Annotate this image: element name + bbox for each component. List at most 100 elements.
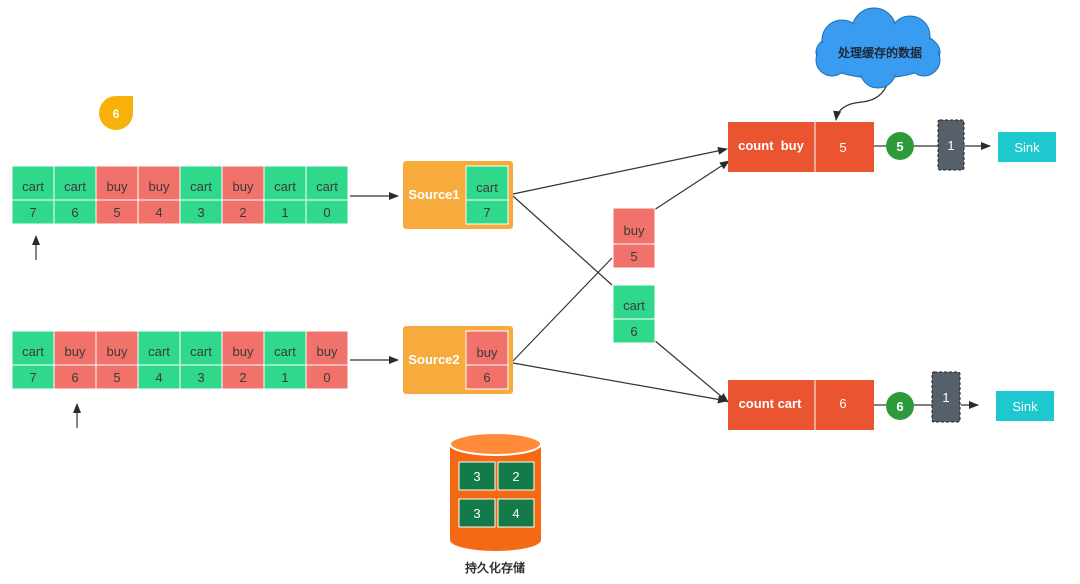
count-cart-barrier	[931, 371, 961, 423]
inflight-cart-offset: 6	[630, 324, 637, 339]
queue2-record-offset-cell	[137, 364, 181, 390]
source2-operator: Source2 buy 6	[403, 326, 513, 394]
queue1-record-label-cell	[53, 165, 97, 201]
count-cart-name: count cart	[739, 396, 803, 411]
queue2-record-label: cart	[148, 344, 170, 359]
queue2-record-offset-cell	[95, 364, 139, 390]
queue1-record-offset-cell	[11, 199, 55, 225]
count-buy-sink-label: Sink	[1014, 140, 1040, 155]
count-cart-output-circle	[886, 392, 914, 420]
queue2-record-offset: 3	[197, 370, 204, 385]
queue2-record-label: buy	[317, 344, 338, 359]
queue2-record-offset: 4	[155, 370, 162, 385]
inflight-buy-offset: 5	[630, 249, 637, 264]
inflight-cart-label: cart	[623, 298, 645, 313]
queue1-record-offset: 1	[281, 205, 288, 220]
count-buy-barrier-value: 1	[947, 138, 954, 153]
queue1-record-offset: 0	[323, 205, 330, 220]
storage-cylinder-bottom	[450, 529, 541, 551]
queue1-record-label-cell	[137, 165, 181, 201]
source2-current-offset-cell	[465, 364, 509, 390]
queue2-record-label-cell	[221, 330, 265, 366]
queue1-record-offset-cell	[95, 199, 139, 225]
storage-cylinder-top	[449, 432, 542, 456]
source2-current-label: buy	[477, 345, 498, 360]
count-buy-barrier	[937, 119, 965, 171]
source1-current-offset-cell	[465, 199, 509, 225]
queue1-record-offset: 6	[71, 205, 78, 220]
queue2-record-label-cell	[305, 330, 349, 366]
queue1-record-label-cell	[221, 165, 265, 201]
queue2-record-label-cell	[137, 330, 181, 366]
storage-cell-3	[458, 498, 496, 528]
connection-lines	[32, 81, 991, 428]
storage-cell-1-value: 3	[473, 469, 480, 484]
queue1-record-offset-cell	[221, 199, 265, 225]
queue2-record-label: buy	[233, 344, 254, 359]
count-cart-sink-label: Sink	[1012, 399, 1038, 414]
count-buy-sink	[998, 132, 1056, 162]
source2-name: Source2	[408, 352, 459, 367]
queue2-record-offset-cell	[179, 364, 223, 390]
queue1-record-label: cart	[64, 179, 86, 194]
count-cart-state-value: 6	[839, 396, 846, 411]
count-buy-name: count buy	[738, 138, 804, 153]
count-buy-state-value: 5	[839, 140, 846, 155]
queue2-record-offset-cell	[305, 364, 349, 390]
queue1-record-label: buy	[107, 179, 128, 194]
source1-operator: Source1 cart 7	[403, 161, 513, 229]
queue1-record-offset: 5	[113, 205, 120, 220]
queue1-record-offset: 3	[197, 205, 204, 220]
cloud-callout-arrow	[833, 81, 889, 121]
offset-marker-value: 6	[113, 107, 120, 121]
count-buy-box	[728, 122, 874, 172]
inflight-buy-label: buy	[624, 223, 645, 238]
queue1-record-offset: 7	[29, 205, 36, 220]
source2-to-count-cart-arrow	[512, 362, 728, 404]
storage-cell-1	[458, 461, 496, 491]
source2-current-label-cell	[465, 330, 509, 366]
storage-cell-2-value: 2	[512, 469, 519, 484]
storage-cell-4	[497, 498, 535, 528]
count-cart-sink	[996, 391, 1054, 421]
queue2-record-offset: 6	[71, 370, 78, 385]
count-cart-operator: count cart 6 6 1 Sink	[728, 371, 1054, 430]
queue1-record-offset: 4	[155, 205, 162, 220]
queue1-record-label-cell	[263, 165, 307, 201]
queue2-record-offset: 2	[239, 370, 246, 385]
queue2-record-label: cart	[190, 344, 212, 359]
queue2-record-label: cart	[274, 344, 296, 359]
source2-to-inflight-buy-line	[512, 257, 613, 362]
storage-label: 持久化存储	[465, 560, 525, 575]
count-buy-operator: count buy 5 5 1 Sink	[728, 119, 1056, 172]
queue1-record-label: buy	[233, 179, 254, 194]
queue1-record-label: cart	[190, 179, 212, 194]
storage-cell-3-value: 3	[473, 506, 480, 521]
offset-marker: 6	[99, 96, 133, 130]
count-buy-output-value: 5	[896, 139, 903, 154]
source1-name: Source1	[408, 187, 459, 202]
queue2-record-offset: 0	[323, 370, 330, 385]
offset-marker-shape	[99, 96, 133, 130]
storage-cell-2	[497, 461, 535, 491]
queue2-record-offset-cell	[11, 364, 55, 390]
source1-to-count-buy-arrow	[512, 146, 728, 195]
count-cart-barrier-value: 1	[942, 390, 949, 405]
inflight-cart-offset-cell	[612, 318, 656, 344]
cloud-text: 处理缓存的数据	[837, 45, 922, 60]
storage-cell-4-value: 4	[512, 506, 519, 521]
queue1-record-offset-cell	[263, 199, 307, 225]
source1-current-offset: 7	[483, 205, 490, 220]
queue1-record-offset: 2	[239, 205, 246, 220]
source1-to-count-cart-line	[512, 195, 613, 286]
inflight-buy-offset-cell	[612, 243, 656, 269]
queue1-record-offset-cell	[305, 199, 349, 225]
source1-current-label: cart	[476, 180, 498, 195]
queue1-record-offset-cell	[137, 199, 181, 225]
queue2-record-offset: 7	[29, 370, 36, 385]
queue2-record-offset: 1	[281, 370, 288, 385]
queue1-record-label-cell	[95, 165, 139, 201]
